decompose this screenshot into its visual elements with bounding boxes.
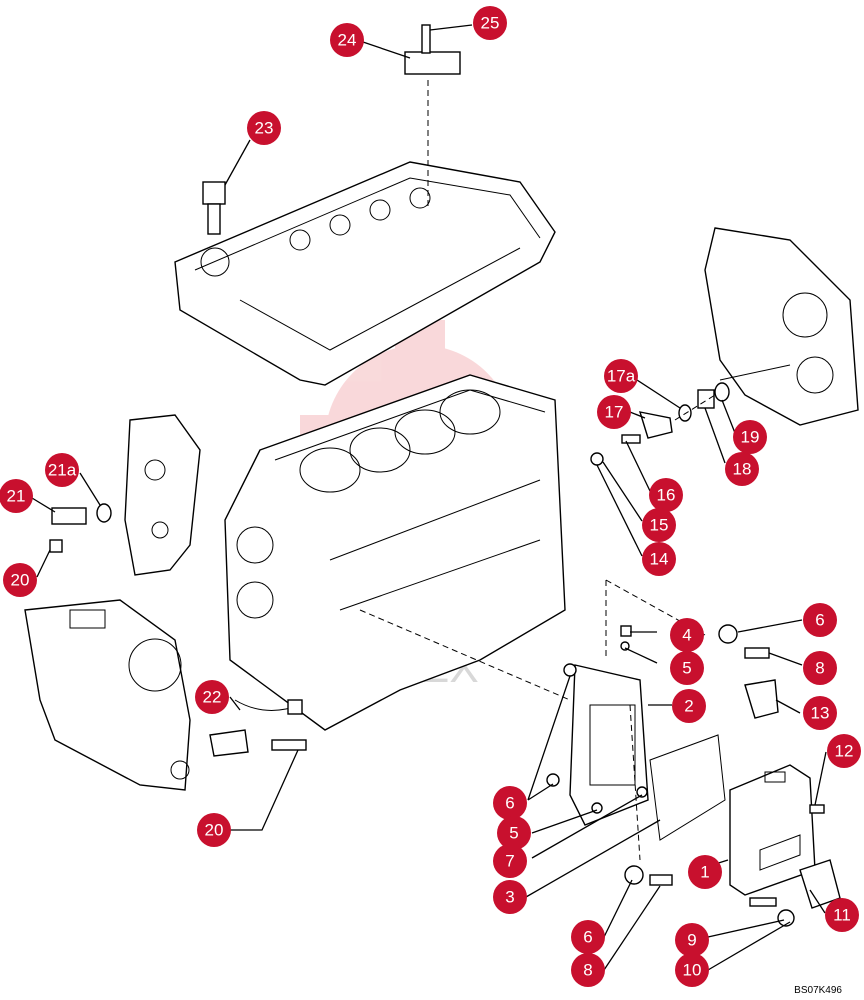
callout-9: 9 xyxy=(675,923,709,957)
svg-text:13: 13 xyxy=(811,704,830,723)
svg-text:25: 25 xyxy=(481,14,500,33)
svg-text:21a: 21a xyxy=(48,461,77,480)
svg-text:5: 5 xyxy=(509,824,518,843)
svg-text:23: 23 xyxy=(255,119,274,138)
engine-block xyxy=(224,374,566,731)
callout-12: 12 xyxy=(827,734,861,768)
callout-6-upper: 6 xyxy=(803,603,837,637)
svg-text:6: 6 xyxy=(815,611,824,630)
callout-1: 1 xyxy=(688,855,722,889)
svg-text:24: 24 xyxy=(338,31,357,50)
gear-case-cover xyxy=(704,227,859,426)
svg-text:14: 14 xyxy=(650,550,669,569)
svg-text:8: 8 xyxy=(815,659,824,678)
timing-cover xyxy=(24,599,191,791)
callout-8-upper: 8 xyxy=(803,651,837,685)
small-parts xyxy=(49,24,825,927)
svg-text:9: 9 xyxy=(687,931,696,950)
ecu-bracket xyxy=(569,664,649,826)
callout-21: 21 xyxy=(0,479,33,513)
callout-25: 25 xyxy=(473,6,507,40)
svg-text:7: 7 xyxy=(505,852,514,871)
svg-text:10: 10 xyxy=(683,961,702,980)
svg-text:16: 16 xyxy=(657,486,676,505)
callout-8-lower: 8 xyxy=(571,953,605,987)
svg-text:17a: 17a xyxy=(607,367,636,386)
housing-bracket xyxy=(124,414,201,576)
svg-text:22: 22 xyxy=(203,688,222,707)
callout-4: 4 xyxy=(670,618,704,652)
callout-5-upper: 5 xyxy=(670,651,704,685)
callout-23: 23 xyxy=(247,111,281,145)
callout-21a: 21a xyxy=(45,453,79,487)
svg-text:20: 20 xyxy=(205,821,224,840)
callout-20-lower: 20 xyxy=(197,813,231,847)
svg-text:8: 8 xyxy=(583,961,592,980)
svg-text:17: 17 xyxy=(605,403,624,422)
svg-text:20: 20 xyxy=(11,571,30,590)
svg-text:1: 1 xyxy=(700,863,709,882)
callout-6-lower: 6 xyxy=(571,920,605,954)
callout-6-middle: 6 xyxy=(493,786,527,820)
callout-22: 22 xyxy=(195,680,229,714)
svg-text:6: 6 xyxy=(505,794,514,813)
connector-cover xyxy=(799,859,841,909)
callout-3: 3 xyxy=(493,880,527,914)
callout-13: 13 xyxy=(803,696,837,730)
svg-text:19: 19 xyxy=(741,428,760,447)
callout-5-lower: 5 xyxy=(497,816,531,850)
callout-24: 24 xyxy=(330,23,364,57)
callout-2: 2 xyxy=(672,689,706,723)
svg-text:4: 4 xyxy=(682,626,691,645)
svg-text:15: 15 xyxy=(650,516,669,535)
callout-15: 15 xyxy=(642,508,676,542)
callout-14: 14 xyxy=(642,542,676,576)
callout-17a: 17a xyxy=(604,359,638,393)
callout-17: 17 xyxy=(597,395,631,429)
callout-7: 7 xyxy=(493,844,527,878)
svg-text:5: 5 xyxy=(682,659,691,678)
svg-text:18: 18 xyxy=(733,460,752,479)
callout-11: 11 xyxy=(825,898,859,932)
svg-text:6: 6 xyxy=(583,928,592,947)
leader-lines xyxy=(31,24,827,971)
svg-text:21: 21 xyxy=(7,487,26,506)
svg-text:11: 11 xyxy=(833,906,851,925)
figure-reference-code: BS07K496 xyxy=(794,985,842,996)
svg-text:2: 2 xyxy=(684,697,693,716)
cylinder-head xyxy=(174,161,556,386)
callout-10: 10 xyxy=(675,953,709,987)
svg-text:12: 12 xyxy=(835,742,854,761)
callout-19: 19 xyxy=(733,420,767,454)
callout-20-upper: 20 xyxy=(3,563,37,597)
callout-18: 18 xyxy=(725,452,759,486)
svg-text:3: 3 xyxy=(505,888,514,907)
callout-16: 16 xyxy=(649,478,683,512)
gasket xyxy=(649,734,726,841)
